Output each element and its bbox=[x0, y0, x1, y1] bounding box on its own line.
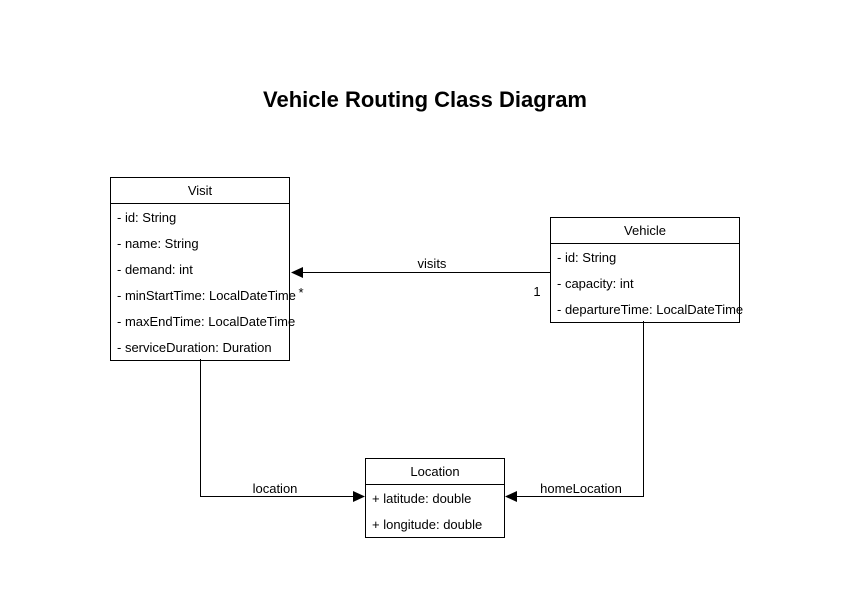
class-box-vehicle: Vehicle - id: String - capacity: int - d… bbox=[550, 217, 744, 323]
attribute-row: - id: String bbox=[557, 249, 617, 265]
attribute-row: - minStartTime: LocalDateTime bbox=[117, 287, 296, 303]
location-edge-line bbox=[200, 359, 354, 497]
class-box-visit: Visit - id: String - name: String - dema… bbox=[110, 177, 296, 361]
association-visits: visits * 1 bbox=[291, 256, 550, 300]
homelocation-edge-label: homeLocation bbox=[540, 481, 622, 496]
attribute-row: - demand: int bbox=[117, 261, 193, 277]
attribute-row: - maxEndTime: LocalDateTime bbox=[117, 313, 296, 329]
homelocation-arrowhead-icon bbox=[505, 491, 517, 502]
location-edge-label: location bbox=[253, 481, 298, 496]
location-arrowhead-icon bbox=[353, 491, 365, 502]
visits-target-multiplicity: * bbox=[298, 285, 303, 300]
diagram-title: Vehicle Routing Class Diagram bbox=[263, 87, 587, 112]
visits-source-multiplicity: 1 bbox=[533, 284, 540, 299]
attribute-row: - departureTime: LocalDateTime bbox=[557, 301, 744, 317]
class-box-location: Location + latitude: double + longitude:… bbox=[365, 458, 505, 538]
attribute-row: + latitude: double bbox=[372, 490, 472, 506]
visits-edge-label: visits bbox=[418, 256, 447, 271]
association-visit-location: location bbox=[200, 359, 365, 502]
association-vehicle-homelocation: homeLocation bbox=[505, 321, 644, 502]
attribute-row: - id: String bbox=[117, 209, 177, 225]
homelocation-edge-line bbox=[516, 321, 644, 497]
attribute-row: - name: String bbox=[117, 235, 199, 251]
visits-arrowhead-icon bbox=[291, 267, 303, 278]
attribute-row: - capacity: int bbox=[557, 275, 634, 291]
attribute-row: - serviceDuration: Duration bbox=[117, 339, 272, 355]
class-name-vehicle: Vehicle bbox=[551, 218, 739, 244]
class-name-location: Location bbox=[366, 459, 504, 485]
attribute-row: + longitude: double bbox=[372, 516, 483, 532]
class-name-visit: Visit bbox=[111, 178, 289, 204]
